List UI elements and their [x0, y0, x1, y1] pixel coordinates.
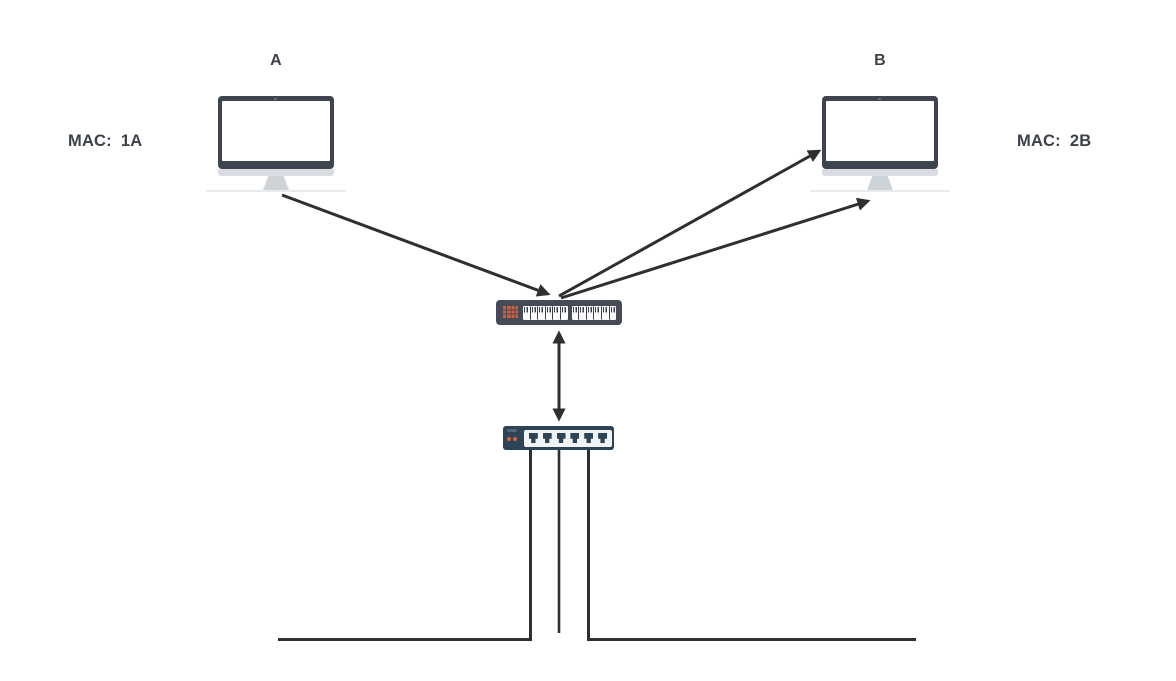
computer-a-mac-address: MAC: 1A	[68, 132, 142, 151]
switch-port-group	[523, 305, 568, 320]
monitor-frame	[822, 96, 938, 169]
switch-led-grid-icon	[502, 306, 518, 319]
rj45-port-icon	[571, 305, 579, 320]
switch-icon	[496, 300, 622, 325]
rj45-port-icon	[544, 305, 553, 320]
rj45-port-icon	[578, 305, 586, 320]
hub-led-dots	[507, 437, 517, 441]
computer-a-icon	[206, 96, 346, 196]
monitor-frame	[218, 96, 334, 169]
camera-dot-icon	[274, 98, 277, 100]
rj45-port-icon	[552, 305, 560, 320]
hub-icon	[503, 426, 614, 450]
mac-a-value: 1A	[120, 132, 143, 150]
switch-ports	[523, 305, 617, 320]
backbone-left-wall	[278, 450, 532, 641]
rj45-plug-icon	[542, 433, 552, 443]
rj45-port-icon	[593, 305, 601, 320]
monitor-stand	[263, 176, 289, 190]
desk-line	[206, 190, 346, 192]
rj45-plug-icon	[556, 433, 566, 443]
computer-b-label: B	[874, 52, 886, 69]
monitor-chin	[822, 169, 938, 176]
mac-a-key: MAC:	[68, 132, 112, 150]
rj45-plug-icon	[598, 433, 608, 443]
monitor-screen	[826, 101, 934, 161]
arrow-a-to-switch	[281, 193, 551, 297]
monitor-screen	[222, 101, 330, 161]
backbone-right-wall	[587, 450, 916, 641]
monitor-chin	[218, 169, 334, 176]
rj45-port-icon	[529, 305, 538, 320]
arrow-switch-to-b-stand	[560, 197, 871, 300]
rj45-port-icon	[523, 305, 530, 320]
switch-port-group	[571, 305, 617, 320]
rj45-port-icon	[608, 305, 617, 320]
computer-b-icon	[810, 96, 950, 196]
rj45-port-icon	[559, 305, 568, 320]
computer-b-mac-address: MAC: 2B	[1017, 132, 1091, 151]
rj45-port-icon	[537, 305, 545, 320]
camera-dot-icon	[878, 98, 881, 100]
rj45-plug-icon	[570, 433, 580, 443]
computer-a-label: A	[270, 52, 282, 69]
monitor-stand	[867, 176, 893, 190]
rj45-port-icon	[600, 305, 609, 320]
hub-port-panel	[524, 429, 612, 447]
mac-b-value: 2B	[1069, 132, 1092, 150]
mac-b-key: MAC:	[1017, 132, 1061, 150]
rj45-plug-icon	[528, 433, 538, 443]
desk-line	[810, 190, 950, 192]
hub-brand-strip	[507, 429, 517, 432]
arrow-switch-to-b-screen	[558, 149, 822, 298]
rj45-port-icon	[585, 305, 594, 320]
rj45-plug-icon	[584, 433, 594, 443]
